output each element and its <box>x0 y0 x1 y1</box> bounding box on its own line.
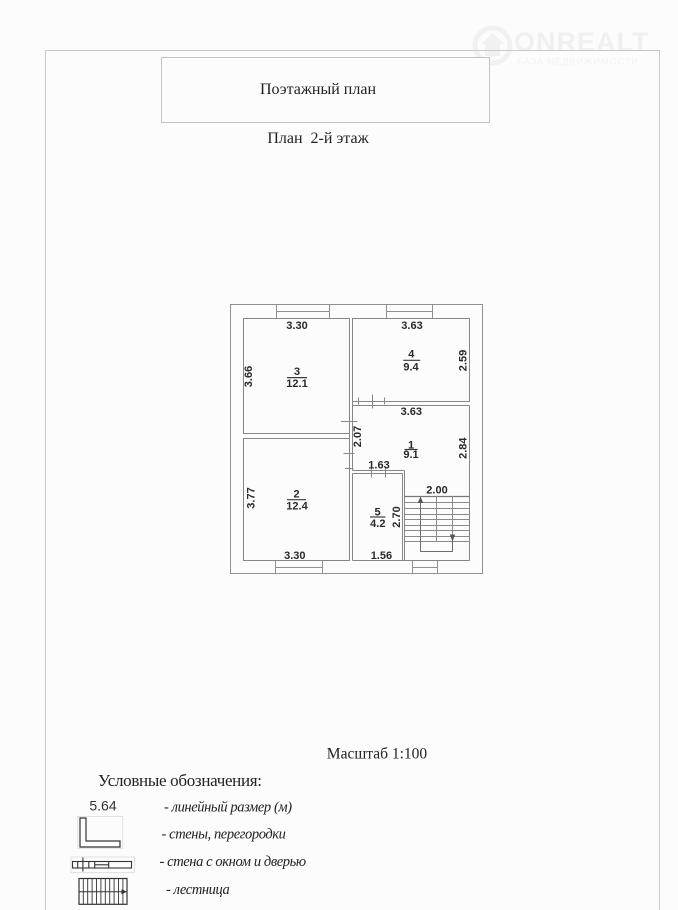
svg-text:Поэтажный план: Поэтажный план <box>260 81 376 98</box>
svg-text:3.77: 3.77 <box>246 487 258 508</box>
svg-text:3.63: 3.63 <box>401 406 422 418</box>
svg-text:12.1: 12.1 <box>286 378 307 390</box>
svg-text:1.63: 1.63 <box>368 459 389 471</box>
svg-text:2.07: 2.07 <box>352 426 364 447</box>
svg-text:- лестница: - лестница <box>166 882 230 898</box>
svg-text:Условные обозначения:: Условные обозначения: <box>98 771 262 790</box>
svg-text:ONREALT: ONREALT <box>514 27 650 57</box>
svg-text:1: 1 <box>408 439 414 451</box>
svg-text:- линейный размер (м): - линейный размер (м) <box>164 800 292 816</box>
svg-text:2.59: 2.59 <box>457 350 469 371</box>
svg-text:3.66: 3.66 <box>243 366 255 387</box>
svg-text:2.00: 2.00 <box>426 484 447 496</box>
svg-text:Масштаб 1:100: Масштаб 1:100 <box>327 746 428 763</box>
svg-text:- стены, перегородки: - стены, перегородки <box>162 827 286 843</box>
svg-text:5: 5 <box>374 507 380 519</box>
svg-text:3.63: 3.63 <box>401 320 422 332</box>
svg-text:План 2-й этаж: План 2-й этаж <box>267 130 369 147</box>
svg-text:2: 2 <box>294 488 300 500</box>
svg-text:4.2: 4.2 <box>370 518 385 530</box>
svg-text:3.30: 3.30 <box>284 550 305 562</box>
svg-text:БАЗА НЕДВИЖИМОСТИ: БАЗА НЕДВИЖИМОСТИ <box>517 57 639 68</box>
svg-text:3.30: 3.30 <box>286 320 307 332</box>
svg-text:- стена с окном и дверью: - стена с окном и дверью <box>160 854 306 870</box>
svg-text:3: 3 <box>294 366 300 378</box>
svg-text:9.1: 9.1 <box>403 449 418 461</box>
svg-text:2.70: 2.70 <box>391 506 403 527</box>
svg-text:5.64: 5.64 <box>89 798 116 814</box>
svg-text:12.4: 12.4 <box>286 501 308 513</box>
svg-text:9.4: 9.4 <box>403 361 419 373</box>
svg-text:4: 4 <box>408 348 415 360</box>
svg-text:1.56: 1.56 <box>371 550 392 562</box>
svg-text:2.84: 2.84 <box>457 437 469 459</box>
